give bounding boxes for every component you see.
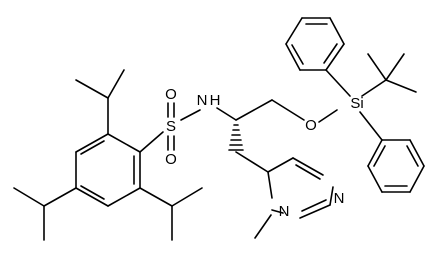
sulfur-label: S: [166, 118, 176, 135]
methylene-link: [235, 151, 269, 173]
isopropyl-para: [13, 187, 77, 241]
ether-oxygen-label: O: [305, 117, 317, 134]
backbone: [216, 99, 338, 123]
sulfonyl-oxygen-bottom-label: O: [165, 151, 177, 168]
imidazole-methyl-nitrogen-label: N: [279, 203, 290, 220]
tert-butyl: [367, 53, 417, 93]
sulfonyl-oxygen-top-label: O: [165, 86, 177, 103]
isopropyl-bottom: [139, 187, 203, 241]
amide-nitrogen-label: N: [197, 92, 208, 109]
silyl-bonds: [325, 69, 387, 141]
phenyl-upper: [285, 17, 345, 71]
isopropyl-top: [75, 69, 125, 135]
atom-labels: S O O N H O Si N N: [165, 86, 364, 220]
imidazole-ring: [254, 157, 334, 239]
sulfonamide-group: [139, 102, 201, 153]
phenyl-lower: [367, 139, 425, 193]
imidazole-ring-nitrogen-label: N: [334, 190, 345, 207]
stereo-hashed-wedge: [228, 124, 244, 151]
silicon-label: Si: [350, 95, 363, 112]
triisopropylphenyl-ring: [75, 133, 141, 207]
amide-hydrogen-label: H: [210, 92, 221, 109]
